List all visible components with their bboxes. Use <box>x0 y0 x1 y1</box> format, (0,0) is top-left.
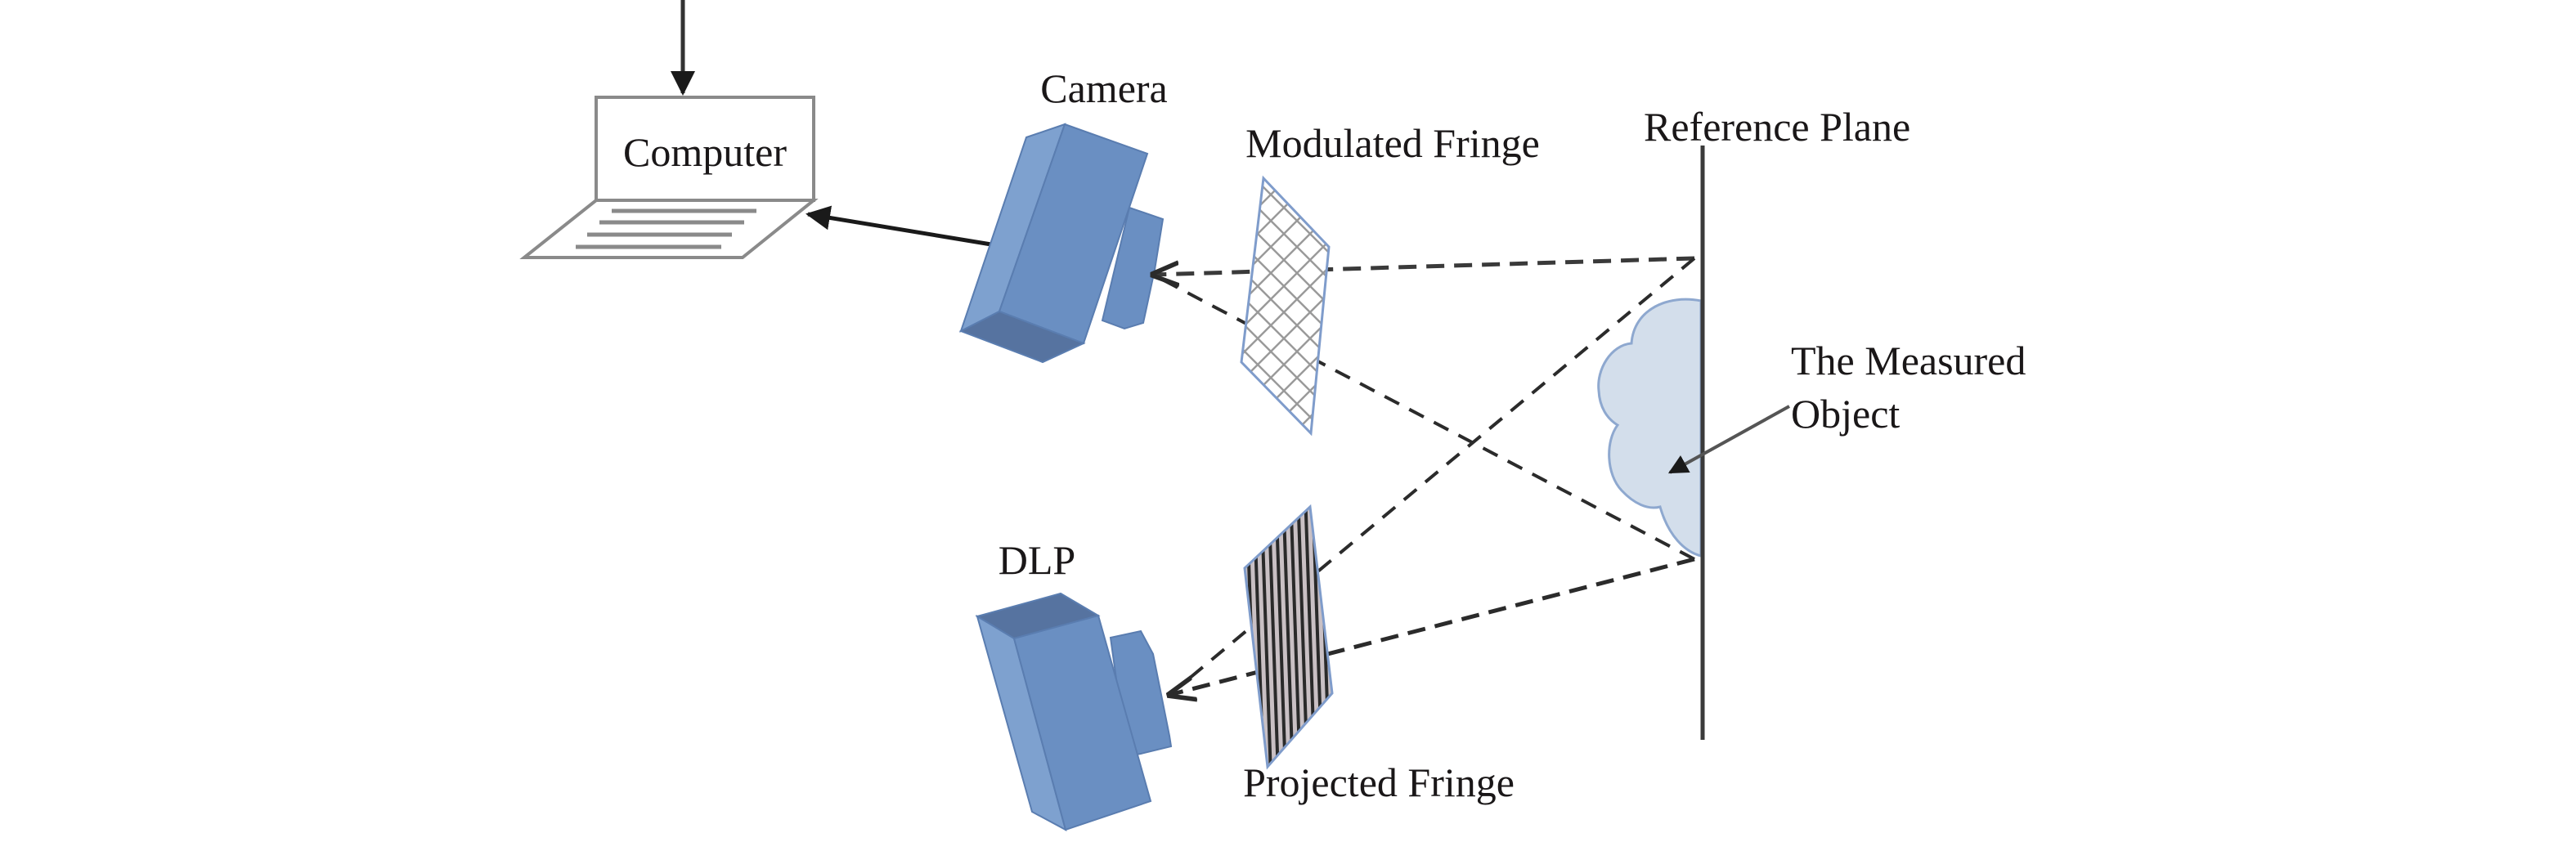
fringe-grid-line <box>1301 178 1329 433</box>
fringe-stripe <box>1335 490 1344 777</box>
camera-to-computer-arrow <box>806 205 992 247</box>
dlp-front-face <box>1012 614 1152 831</box>
ray-camera-top <box>1153 256 1695 275</box>
fringe-stripe <box>1326 507 1332 767</box>
fringe-grid-line <box>1241 178 1329 433</box>
fringe-grid-line <box>1241 178 1329 433</box>
measured-object-label-line2: Object <box>1791 391 1900 437</box>
camera-bottom-face <box>958 310 1086 364</box>
fringe-grid-line <box>1241 178 1319 433</box>
measured-object-pointer <box>1667 405 1790 474</box>
fringe-grid-line <box>1241 178 1329 433</box>
dlp-label: DLP <box>999 537 1075 583</box>
fringe-grid-line <box>1241 178 1329 433</box>
dlp-device: DLP <box>975 537 1173 831</box>
camera-lens <box>1101 206 1165 330</box>
computer-laptop: Computer <box>519 96 819 259</box>
fringe-stripe <box>1289 507 1302 767</box>
fringe-grid-line <box>1433 147 1760 474</box>
computer-label: Computer <box>623 129 787 175</box>
fringe-grid-line <box>1241 178 1329 433</box>
fringe-grid-line <box>1252 178 1329 433</box>
projected-fringe-label: Projected Fringe <box>1243 759 1515 805</box>
laptop-keyboard-base <box>519 199 819 259</box>
camera-device: Camera <box>958 65 1168 364</box>
fringe-grid-line <box>1241 178 1329 433</box>
measured-object-label-line1: The Measured <box>1791 338 2026 383</box>
projected-fringe-pattern: Projected Fringe <box>1243 490 1515 805</box>
ray-camera-bottom <box>1152 273 1695 561</box>
fringe-grid-line <box>1241 178 1329 433</box>
camera-label: Camera <box>1040 65 1167 111</box>
fringe-grid-line <box>1241 178 1329 433</box>
reference-plane-label: Reference Plane <box>1644 104 1910 150</box>
measured-object-shape <box>1597 298 1703 558</box>
fringe-grid-line <box>1304 178 1329 433</box>
modulated-fringe-label: Modulated Fringe <box>1245 120 1540 166</box>
fringe-stripe <box>1281 507 1295 767</box>
